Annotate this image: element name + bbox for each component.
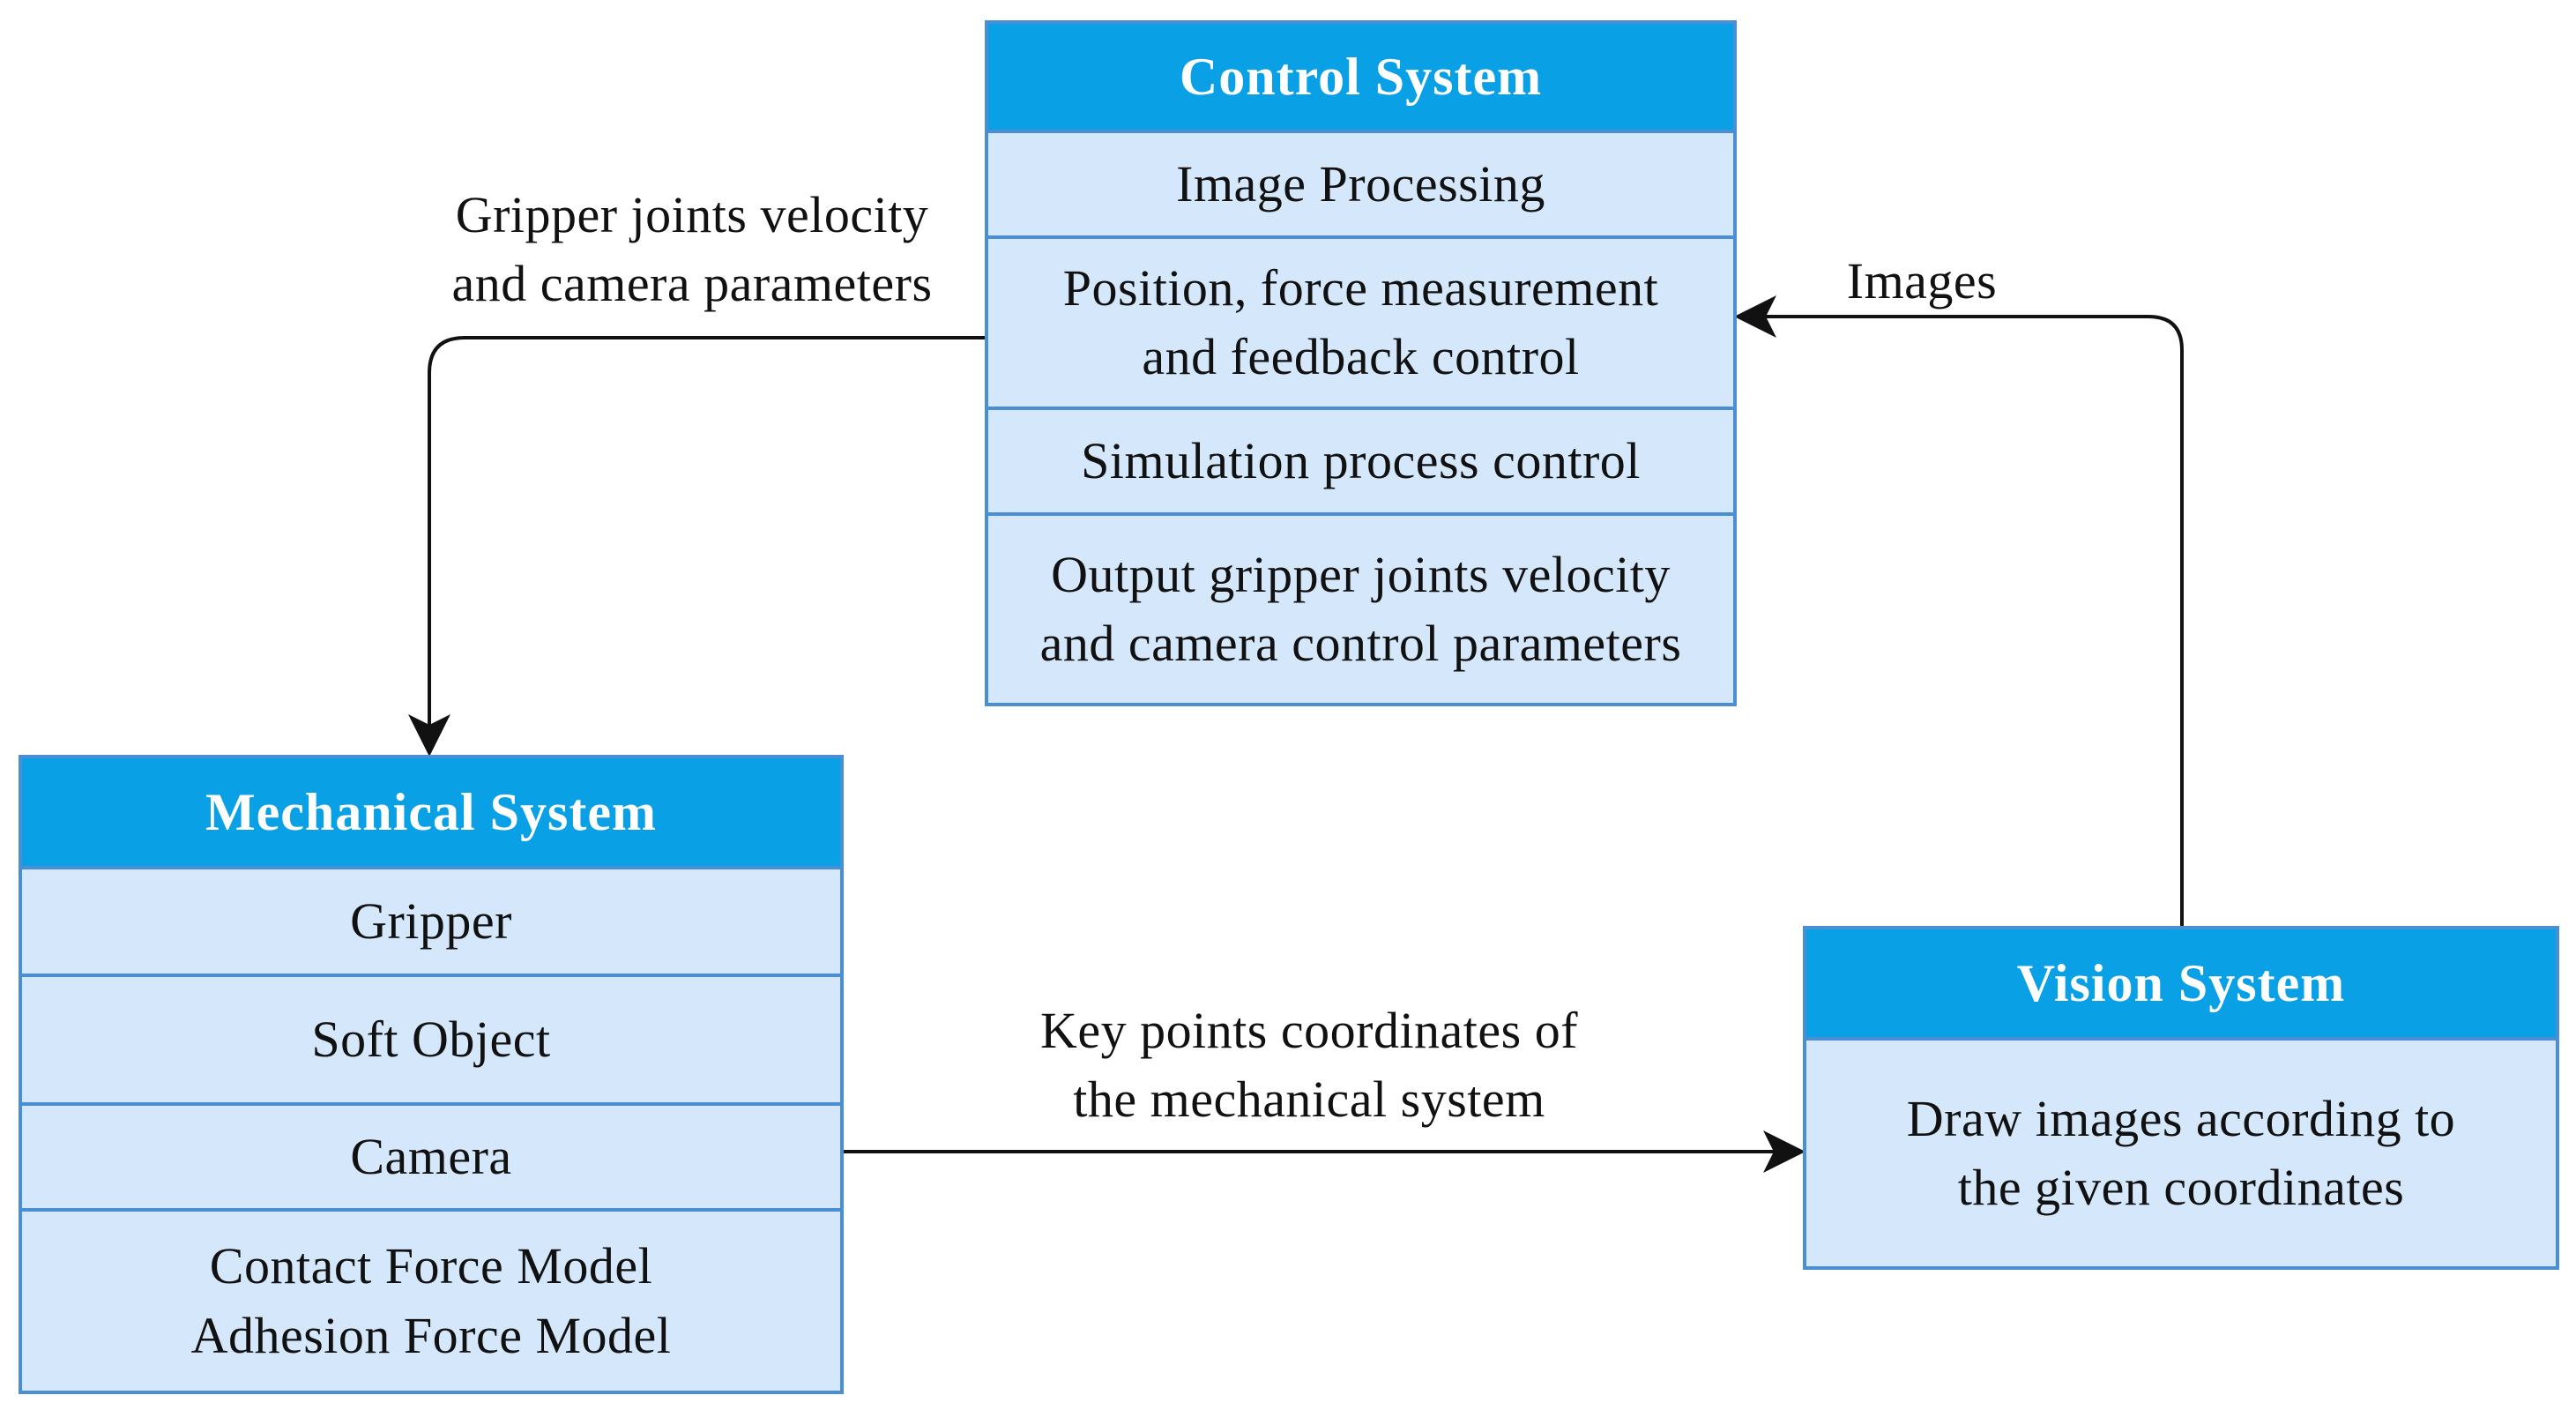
control-row-simulation-process: Simulation process control bbox=[988, 407, 1733, 512]
arrow-control-to-mechanical bbox=[408, 336, 986, 757]
mechanical-system-title: Mechanical System bbox=[22, 758, 840, 866]
mechanical-row-gripper: Gripper bbox=[22, 866, 840, 974]
vision-row-draw-images: Draw images according to the given coord… bbox=[1806, 1037, 2556, 1266]
mechanical-row-soft-object: Soft Object bbox=[22, 974, 840, 1102]
edge-label-vision-to-control: Images bbox=[1846, 252, 1998, 310]
control-system-title: Control System bbox=[988, 24, 1733, 130]
control-row-image-processing: Image Processing bbox=[988, 130, 1733, 235]
edge-label-mechanical-to-vision: Key points coordinates of the mechanical… bbox=[1039, 1002, 1579, 1129]
vision-system-title: Vision System bbox=[1806, 929, 2556, 1037]
edge-label-control-to-mechanical: Gripper joints velocity and camera param… bbox=[451, 186, 933, 313]
control-row-output-parameters: Output gripper joints velocity and camer… bbox=[988, 512, 1733, 703]
mechanical-system-box: Mechanical System Gripper Soft Object Ca… bbox=[19, 755, 844, 1394]
mechanical-row-camera: Camera bbox=[22, 1102, 840, 1208]
control-row-position-force-feedback: Position, force measurement and feedback… bbox=[988, 235, 1733, 407]
vision-system-box: Vision System Draw images according to t… bbox=[1803, 926, 2559, 1270]
control-system-box: Control System Image Processing Position… bbox=[985, 20, 1737, 706]
arrow-vision-to-control bbox=[1734, 295, 2184, 928]
mechanical-row-force-models: Contact Force Model Adhesion Force Model bbox=[22, 1208, 840, 1391]
